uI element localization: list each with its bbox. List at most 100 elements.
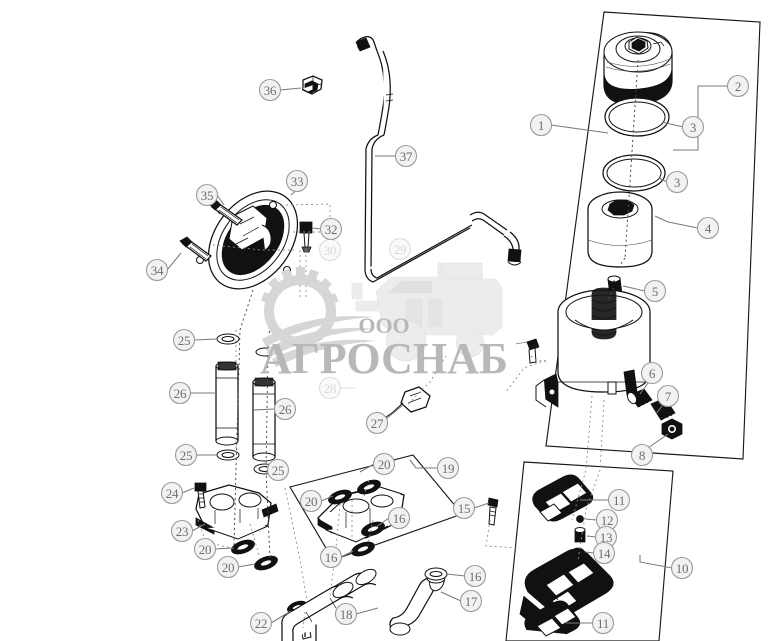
callout-25[interactable]: 25 [172,328,196,352]
callout-bubble[interactable] [170,519,194,543]
callout-number: 24 [166,486,179,501]
callout-20[interactable]: 20 [299,489,323,513]
callout-bubble[interactable] [372,452,396,476]
callout-bubble[interactable] [249,611,273,635]
callout-23[interactable]: 23 [170,519,194,543]
callout-2[interactable]: 2 [726,74,750,98]
callout-29[interactable]: 29 [388,237,412,261]
callout-7[interactable]: 7 [656,384,680,408]
callout-20[interactable]: 20 [372,452,396,476]
callout-bubble[interactable] [168,381,192,405]
callout-number: 1 [538,118,544,133]
callout-16[interactable]: 16 [463,564,487,588]
callout-8[interactable]: 8 [630,443,654,467]
callout-bubble[interactable] [319,545,343,569]
callout-3[interactable]: 3 [665,170,689,194]
callout-34[interactable]: 34 [145,258,169,282]
callout-11[interactable]: 11 [591,611,615,635]
callout-bubble[interactable] [193,537,217,561]
callout-22[interactable]: 22 [249,611,273,635]
callout-bubble[interactable] [174,443,198,467]
callout-bubble[interactable] [452,496,476,520]
callout-bubble[interactable] [591,611,615,635]
callout-bubble[interactable] [670,556,694,580]
callout-number: 26 [174,386,187,401]
callout-number: 18 [340,607,352,622]
callout-25[interactable]: 25 [174,443,198,467]
callout-bubble[interactable] [394,144,418,168]
part-36-clamp [301,75,323,95]
callout-bubble[interactable] [334,602,358,626]
callout-bubble[interactable] [172,328,196,352]
callout-bubble[interactable] [387,506,411,530]
callout-bubble[interactable] [436,456,460,480]
callout-bubble[interactable] [285,169,309,193]
callout-number: 10 [676,561,688,576]
callout-36[interactable]: 36 [258,78,282,102]
callout-bubble[interactable] [656,384,680,408]
callout-14[interactable]: 14 [592,541,616,565]
callout-bubble[interactable] [365,411,389,435]
callout-bubble[interactable] [640,361,664,385]
callout-bubble[interactable] [696,216,720,240]
callout-bubble[interactable] [529,113,553,137]
callout-bubble[interactable] [299,489,323,513]
callout-6[interactable]: 6 [640,361,664,385]
callout-26[interactable]: 26 [168,381,192,405]
callout-bubble[interactable] [643,279,667,303]
part-6-fitting [626,388,653,408]
callout-33[interactable]: 33 [285,169,309,193]
callout-11[interactable]: 11 [607,488,631,512]
callout-bubble[interactable] [195,183,219,207]
callout-37[interactable]: 37 [394,144,418,168]
callout-26[interactable]: 26 [273,397,297,421]
callout-bubble[interactable] [607,488,631,512]
callout-20[interactable]: 20 [216,555,240,579]
callout-bubble[interactable] [463,564,487,588]
callout-number: 16 [469,569,482,584]
callout-bubble[interactable] [459,589,483,613]
callout-bubble[interactable] [388,237,412,261]
callout-bubble[interactable] [665,170,689,194]
callout-24[interactable]: 24 [160,481,184,505]
callout-30[interactable]: 30 [318,238,342,262]
callout-number: 34 [151,263,164,278]
callout-bubble[interactable] [258,78,282,102]
callout-bubble[interactable] [726,74,750,98]
callout-bubble[interactable] [273,397,297,421]
callout-20[interactable]: 20 [193,537,217,561]
callout-12[interactable]: 12 [595,508,619,532]
callout-16[interactable]: 16 [319,545,343,569]
callout-bubble[interactable] [592,541,616,565]
callout-bubble[interactable] [318,376,342,400]
callout-bubble[interactable] [630,443,654,467]
callout-bubble[interactable] [160,481,184,505]
callout-18[interactable]: 18 [334,602,358,626]
callout-bubble[interactable] [216,555,240,579]
callout-17[interactable]: 17 [459,589,483,613]
callout-number: 29 [394,242,406,257]
callout-1[interactable]: 1 [529,113,553,137]
callout-35[interactable]: 35 [195,183,219,207]
callout-4[interactable]: 4 [696,216,720,240]
part-9-pump-housing [535,287,651,408]
part-10-cover-plate [519,548,614,625]
callout-25[interactable]: 25 [266,458,290,482]
part-23-bracket [195,484,279,540]
part-12-plug [576,515,584,523]
callout-19[interactable]: 19 [436,456,460,480]
callout-28[interactable]: 28 [318,376,342,400]
callout-16[interactable]: 16 [387,506,411,530]
callout-bubble[interactable] [266,458,290,482]
callout-bubble[interactable] [681,115,705,139]
callout-number: 37 [400,149,413,164]
callout-3[interactable]: 3 [681,115,705,139]
part-26-tubes [215,361,276,462]
callout-15[interactable]: 15 [452,496,476,520]
callout-27[interactable]: 27 [365,411,389,435]
callout-bubble[interactable] [145,258,169,282]
callout-10[interactable]: 10 [670,556,694,580]
callout-32[interactable]: 32 [319,217,343,241]
callout-bubble[interactable] [319,217,343,241]
callout-5[interactable]: 5 [643,279,667,303]
